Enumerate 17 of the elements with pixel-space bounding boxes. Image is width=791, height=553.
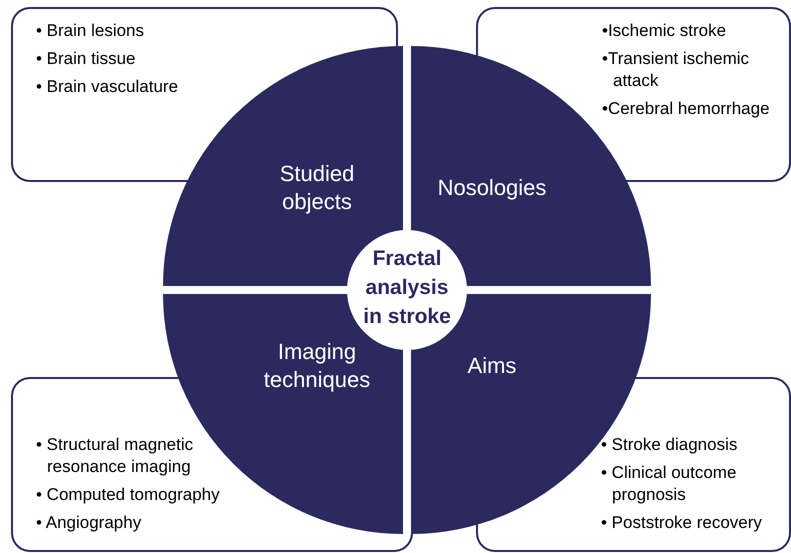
bullet-item: • Poststroke recovery [601, 512, 763, 534]
center-title: Fractal analysis in stroke [362, 246, 452, 330]
quadrant-label: Nosologies [436, 174, 548, 202]
bullet-item: •Transient ischemic attack [602, 48, 750, 92]
bullet-item: • Computed tomography [36, 484, 221, 506]
bullet-item: •Ischemic stroke [602, 20, 728, 42]
bullet-item: • Clinical outcome prognosis [601, 462, 738, 506]
bullet-item: • Brain tissue [36, 48, 136, 70]
quadrant-label: Aims [466, 352, 518, 380]
bullet-item: • Brain vasculature [36, 76, 180, 98]
bullet-item: • Brain lesions [36, 20, 146, 42]
bullet-item: •Cerebral hemorrhage [602, 98, 771, 120]
bullet-item: • Structural magnetic resonance imaging [36, 434, 194, 478]
quadrant-label: Studied objects [278, 160, 356, 216]
bullet-item: • Angiography [36, 512, 142, 534]
quadrant-label: Imaging techniques [262, 338, 372, 394]
bullet-item: • Stroke diagnosis [601, 434, 738, 456]
